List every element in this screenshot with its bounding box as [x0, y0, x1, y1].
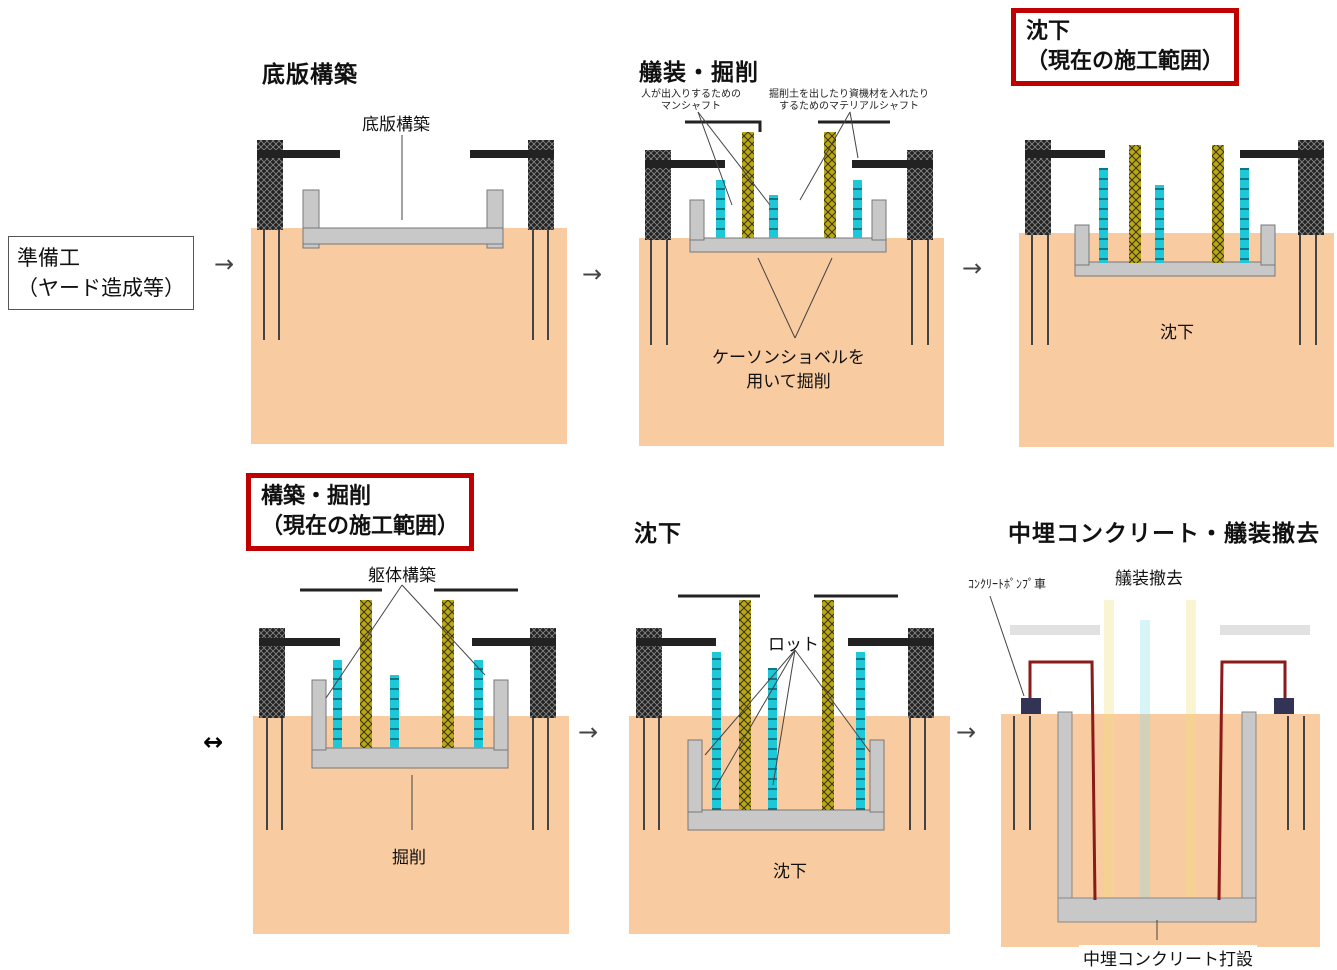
step-title-sinking-current: 沈下 （現在の施工範囲）	[1011, 8, 1240, 86]
step-title-sinking: 沈下	[634, 521, 682, 547]
slab-construction-label: 底版構築	[362, 115, 430, 135]
preparation-box: 準備工 （ヤード造成等）	[8, 236, 194, 310]
concrete-pump-truck	[1028, 660, 1287, 901]
step-title-fill-concrete-removal: 中埋コンクリート・艤装撤去	[1008, 521, 1320, 547]
pump-truck-label: ｺﾝｸﾘｰﾄﾎﾟﾝﾌﾟ車	[968, 577, 1047, 591]
soil-block	[251, 228, 567, 444]
sheet-piles	[263, 230, 549, 340]
flow-arrow: →	[956, 718, 977, 746]
flow-arrow: →	[578, 718, 599, 746]
man-shaft	[716, 180, 725, 238]
step-title-outfitting-excavation: 艤装・掘削	[639, 60, 759, 86]
crane-mast	[824, 132, 836, 238]
tower-crane-right	[470, 140, 554, 230]
flow-arrow-bidirectional: ↔	[203, 728, 224, 756]
sinking-label: 沈下	[773, 862, 807, 882]
flow-arrow: →	[214, 250, 235, 278]
caisson-slab	[689, 237, 887, 253]
soil-block	[639, 238, 944, 446]
body-construction-label: 躯体構築	[368, 566, 436, 586]
material-shaft	[769, 195, 778, 238]
step-title-slab-construction: 底版構築	[262, 62, 358, 88]
caisson-shovel-label: ケーソンショベルを 用いて掘削	[712, 348, 865, 392]
man-shaft-note: 人が出入りするための マンシャフト	[641, 89, 741, 112]
flow-arrow: →	[962, 254, 983, 282]
caisson-slab	[687, 809, 885, 831]
excavation-label: 掘削	[392, 848, 426, 868]
tower-crane-left	[257, 140, 340, 230]
preparation-sublabel: （ヤード造成等）	[17, 276, 185, 300]
caisson-slab	[1057, 897, 1257, 923]
material-shaft-note: 掘削土を出したり資機材を入れたり するためのマテリアルシャフト	[769, 89, 929, 112]
outfitting-removal-label: 艤装撤去	[1115, 569, 1183, 589]
fill-concrete-label: 中埋コンクリート打設	[1079, 945, 1257, 970]
caisson-slab	[1074, 261, 1276, 277]
caisson-slab	[302, 189, 504, 249]
preparation-label: 準備工	[17, 246, 80, 270]
flow-arrow: →	[582, 260, 603, 288]
lot-label: ロット	[768, 635, 819, 655]
sinking-label: 沈下	[1160, 323, 1194, 343]
crane-mast	[742, 132, 754, 238]
step-title-construction-excavation-current: 構築・掘削 （現在の施工範囲）	[246, 473, 475, 551]
caisson-slab	[311, 747, 509, 769]
